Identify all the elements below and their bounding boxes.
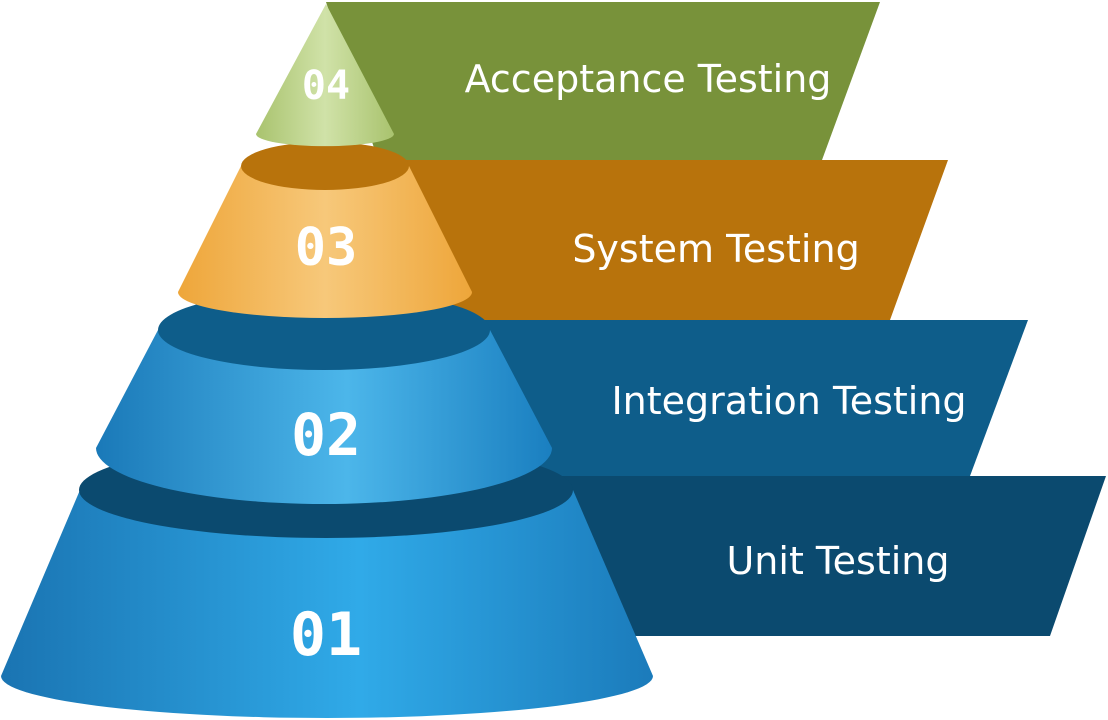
level-number-03: 03 bbox=[295, 218, 358, 278]
level-band-04 bbox=[326, 2, 880, 160]
level-band-01 bbox=[560, 476, 1106, 636]
level-number-01: 01 bbox=[290, 600, 362, 670]
level-label-02: Integration Testing bbox=[611, 379, 966, 423]
pyramid-tier-03 bbox=[178, 142, 472, 318]
level-band-02 bbox=[480, 320, 1028, 476]
pyramid-tier-02 bbox=[96, 290, 552, 504]
level-number-02: 02 bbox=[291, 401, 361, 469]
level-label-01: Unit Testing bbox=[726, 539, 949, 583]
level-band-03 bbox=[396, 160, 948, 320]
level-label-04: Acceptance Testing bbox=[465, 57, 832, 101]
level-number-04: 04 bbox=[302, 63, 350, 109]
pyramid-tier-04 bbox=[256, 4, 394, 147]
level-label-03: System Testing bbox=[572, 227, 859, 271]
